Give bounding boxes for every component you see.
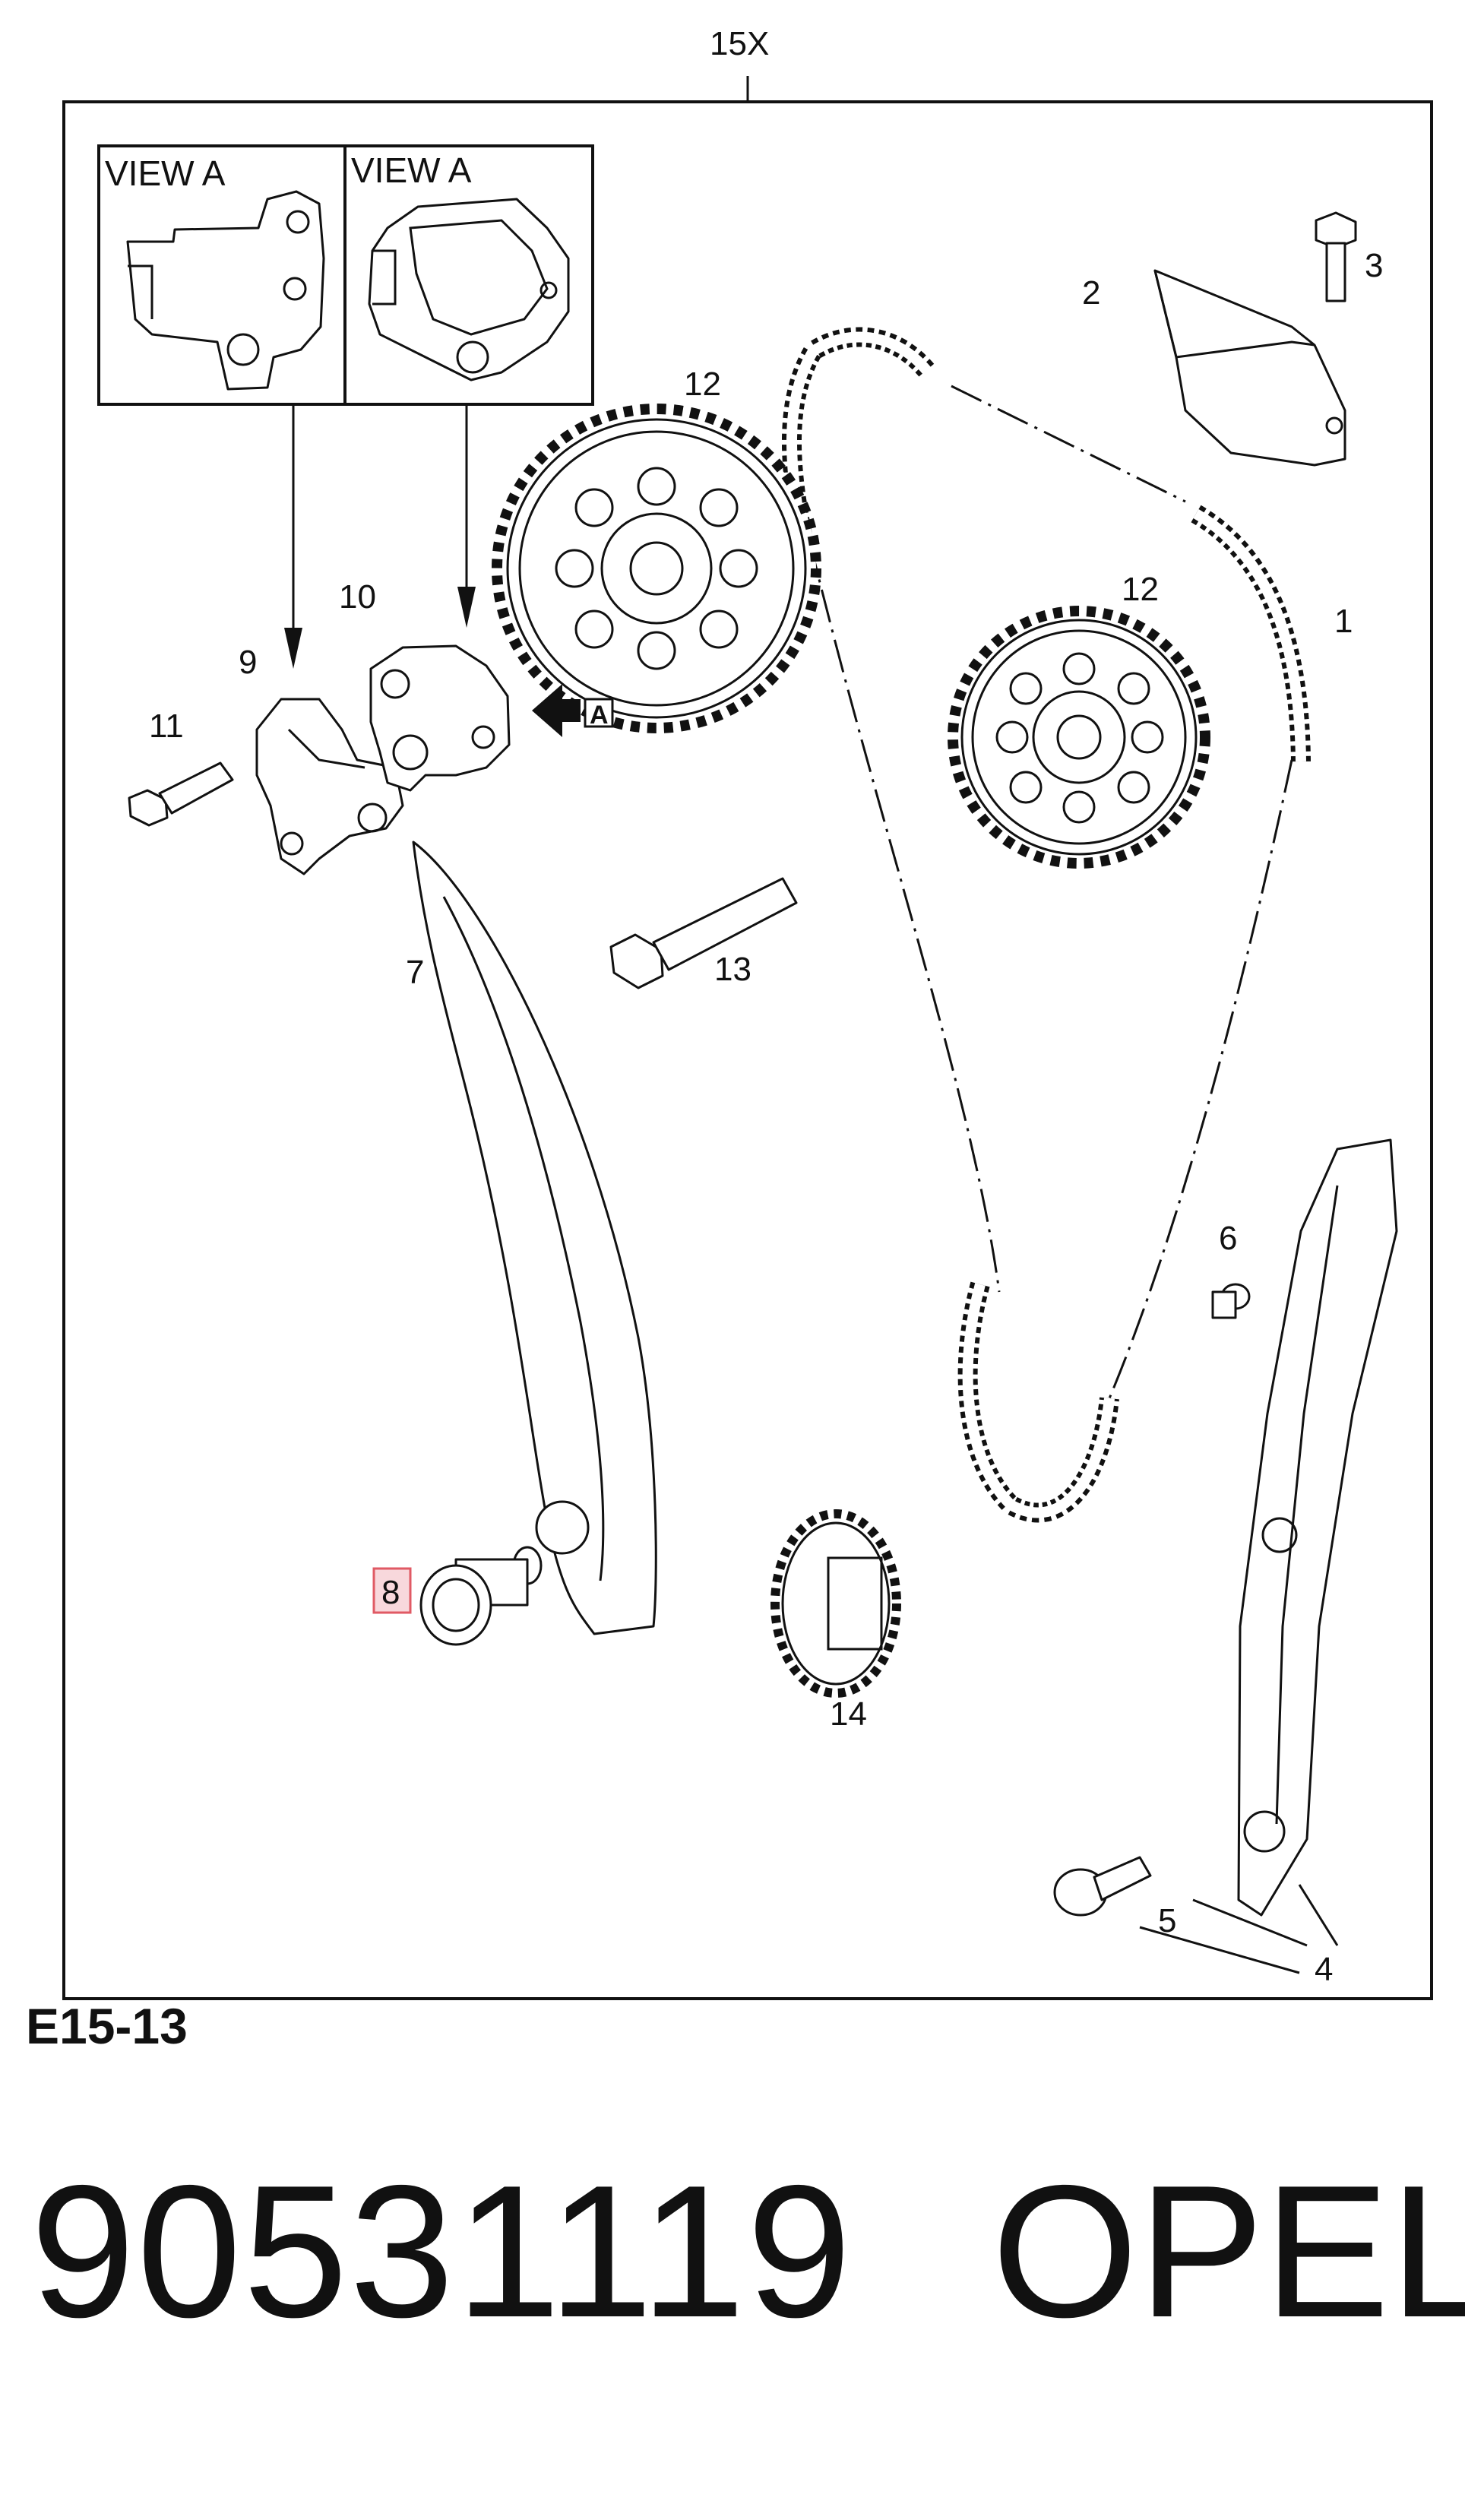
timing-chain-diagram: 15X VIEW A VIEW A [62,25,1433,2000]
view-a-label-left: VIEW A [105,154,226,193]
callout-7: 7 [406,954,424,991]
view-a-arrow: A [532,684,614,737]
chain-guide-upper [1153,269,1346,467]
callout-3: 3 [1365,247,1383,284]
callout-11: 11 [149,708,184,745]
diagram-frame [62,100,1433,2000]
bolt-13 [609,877,798,989]
bolt-3 [1315,211,1357,302]
camshaft-sprocket-exhaust [948,606,1210,869]
diagram-code: E15-13 [26,1998,188,2054]
chain-tensioner [255,698,404,875]
callout-9: 9 [239,644,257,681]
callout-12-lower: 12 [1122,571,1159,608]
assembly-label: 15X [710,25,769,62]
callout-10: 10 [339,578,376,616]
callout-13: 13 [714,951,751,988]
fixed-guide-rail [1237,1138,1398,1917]
part-number: 90531119 [30,2145,853,2357]
view-a-label-right: VIEW A [351,150,472,190]
callout-4: 4 [1315,1951,1333,1988]
tensioner-rail [412,841,657,1635]
callout-5: 5 [1158,1902,1176,1939]
brand-name: OPEL [992,2145,1465,2357]
bolt-5 [1053,1856,1152,1917]
view-a-arrow-letter: A [590,701,609,730]
callout-8-highlight [372,1567,412,1614]
pivot-pin-8 [419,1546,543,1646]
callout-1: 1 [1334,603,1353,640]
callout-2: 2 [1082,274,1100,312]
callout-6: 6 [1219,1220,1237,1257]
tensioner-plunger [369,644,511,792]
bolt-11 [128,761,234,827]
callout-8: 8 [381,1574,400,1611]
callout-12-upper: 12 [684,366,721,403]
timing-chain [782,327,1311,1523]
callout-14: 14 [830,1695,867,1733]
camshaft-sprocket-intake [492,404,821,733]
crankshaft-sprocket [770,1509,901,1698]
dowel-6 [1211,1283,1251,1319]
view-a-inset: VIEW A VIEW A [97,144,594,406]
